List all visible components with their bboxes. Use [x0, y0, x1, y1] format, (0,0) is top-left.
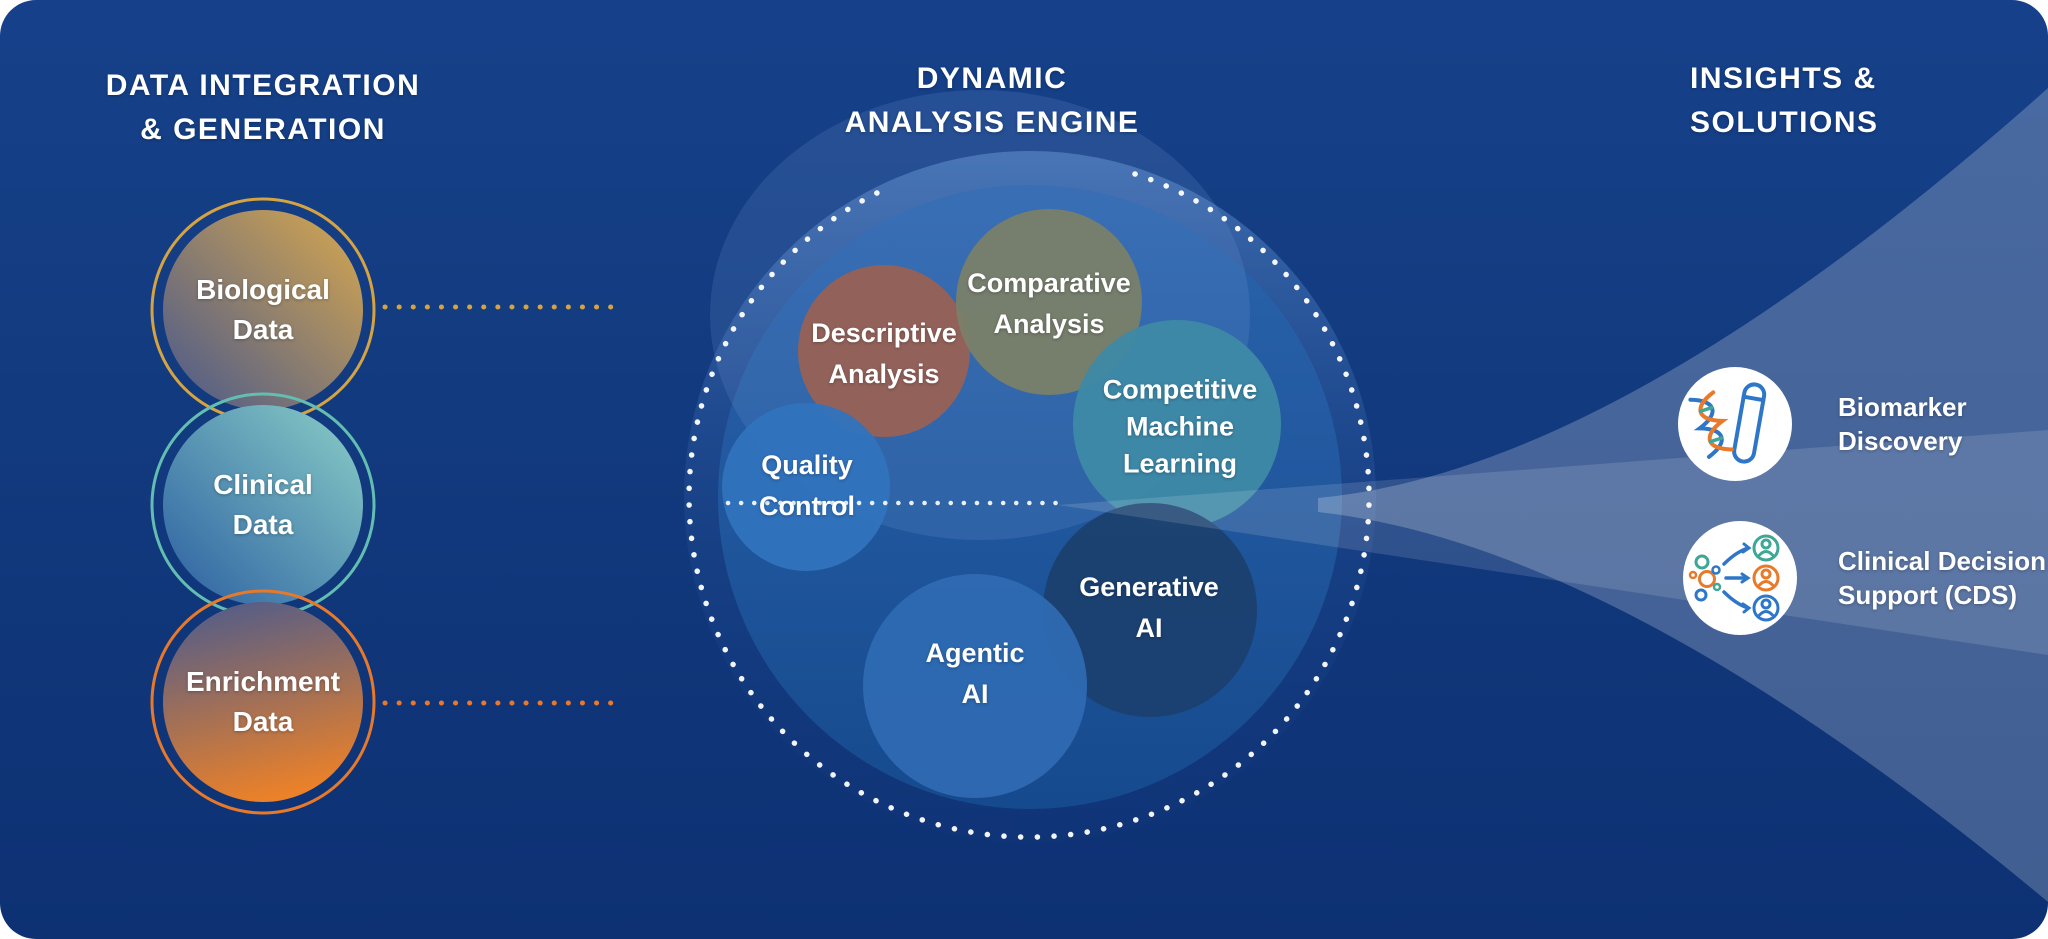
biological-data-label: Biological Data — [196, 274, 330, 345]
beam-funnel — [1058, 88, 2048, 902]
descriptive-analysis-bubble — [798, 265, 970, 437]
agentic-ai-bubble — [863, 574, 1087, 798]
dna-test-tube-icon — [1688, 382, 1767, 464]
biomarker-discovery-label: Biomarker Discovery — [1838, 392, 1967, 456]
header-dynamic-analysis-engine: DYNAMIC ANALYSIS ENGINE — [844, 62, 1140, 139]
connector-lines — [373, 304, 693, 706]
header-insights-solutions: INSIGHTS & SOLUTIONS — [1690, 62, 1879, 139]
header-data-integration: DATA INTEGRATION & GENERATION — [105, 69, 421, 146]
generative-ai-label: Generative AI — [1079, 572, 1219, 643]
competitive-ml-bubble — [1073, 320, 1281, 528]
patient-routing-icon — [1688, 534, 1780, 622]
biomarker-discovery-icon — [1678, 367, 1792, 481]
enrichment-data-circle — [150, 589, 376, 815]
descriptive-analysis-label: Descriptive Analysis — [811, 318, 957, 389]
quality-control-bubble — [722, 403, 890, 571]
quality-control-label: Quality Control — [759, 450, 855, 521]
comparative-analysis-bubble — [956, 209, 1142, 395]
comparative-analysis-label: Comparative Analysis — [967, 268, 1131, 339]
generative-ai-bubble — [1043, 503, 1257, 717]
enrichment-data-label: Enrichment Data — [185, 666, 341, 737]
engine-bubbles — [722, 209, 1281, 798]
clinical-decision-support-icon — [1683, 521, 1797, 635]
clinical-data-label: Clinical Data — [213, 469, 313, 540]
agentic-ai-label: Agentic AI — [925, 638, 1025, 709]
clinical-decision-support-label: Clinical Decision Support (CDS) — [1838, 546, 2047, 610]
engine-dotted-ring — [686, 171, 1372, 840]
competitive-ml-label: Competitive Machine Learning — [1102, 374, 1258, 479]
